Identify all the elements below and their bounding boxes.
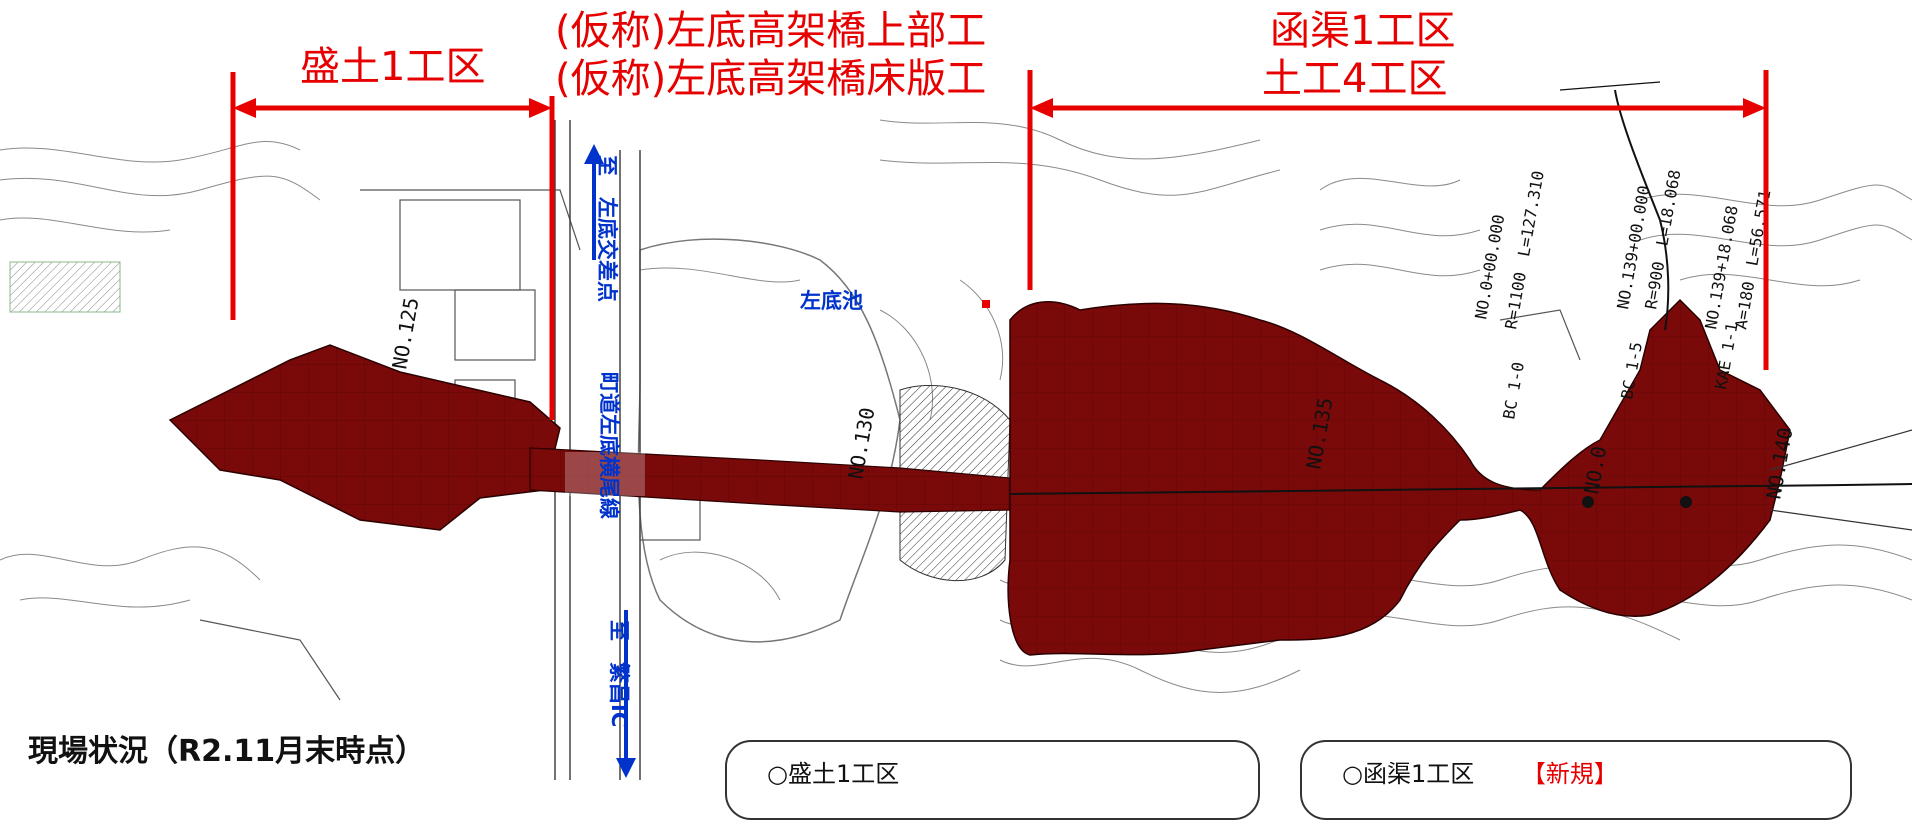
section-morido1: 盛土1工区 bbox=[300, 44, 485, 90]
to-shigei-label: 至 繁昌IC bbox=[607, 620, 631, 727]
vegetation-patch bbox=[10, 262, 120, 312]
new-badge: 【新規】 bbox=[1522, 760, 1618, 788]
section-doko4: 土工4工区 bbox=[1262, 56, 1447, 102]
align-bc: BC 1-0 bbox=[1499, 360, 1528, 420]
align-r1100: R=1100 L=127.310 bbox=[1501, 169, 1548, 330]
dimension-lines bbox=[233, 70, 1766, 420]
site-map: NO.125 NO.130 NO.135 NO.0 NO.140 NO.0+00… bbox=[0, 0, 1912, 780]
status-title: 現場状況（R2.11月末時点） bbox=[28, 726, 425, 770]
section-bridge-deck: (仮称)左底高架橋床版工 bbox=[555, 56, 986, 102]
to-intersection-label: 至 左底交差点 bbox=[595, 155, 619, 302]
survey-point bbox=[1582, 496, 1594, 508]
survey-point bbox=[1680, 496, 1692, 508]
town-road-label: 町道左底横尾線 bbox=[597, 372, 621, 519]
status-box-morido: ○盛土1工区 bbox=[725, 740, 1260, 820]
status-box-morido-label: ○盛土1工区 bbox=[767, 760, 899, 788]
pond-label: 左底池 bbox=[800, 289, 863, 313]
section-bridge-upper: (仮称)左底高架橋上部工 bbox=[555, 8, 986, 54]
station-no125: NO.125 bbox=[387, 296, 423, 371]
status-box-kankyo-label: ○函渠1工区 bbox=[1342, 760, 1474, 788]
section-kankyo: 函渠1工区 bbox=[1270, 8, 1455, 54]
align-nob0: NO.0+00.000 bbox=[1471, 213, 1508, 321]
status-box-kankyo: ○函渠1工区 【新規】 bbox=[1300, 740, 1852, 820]
